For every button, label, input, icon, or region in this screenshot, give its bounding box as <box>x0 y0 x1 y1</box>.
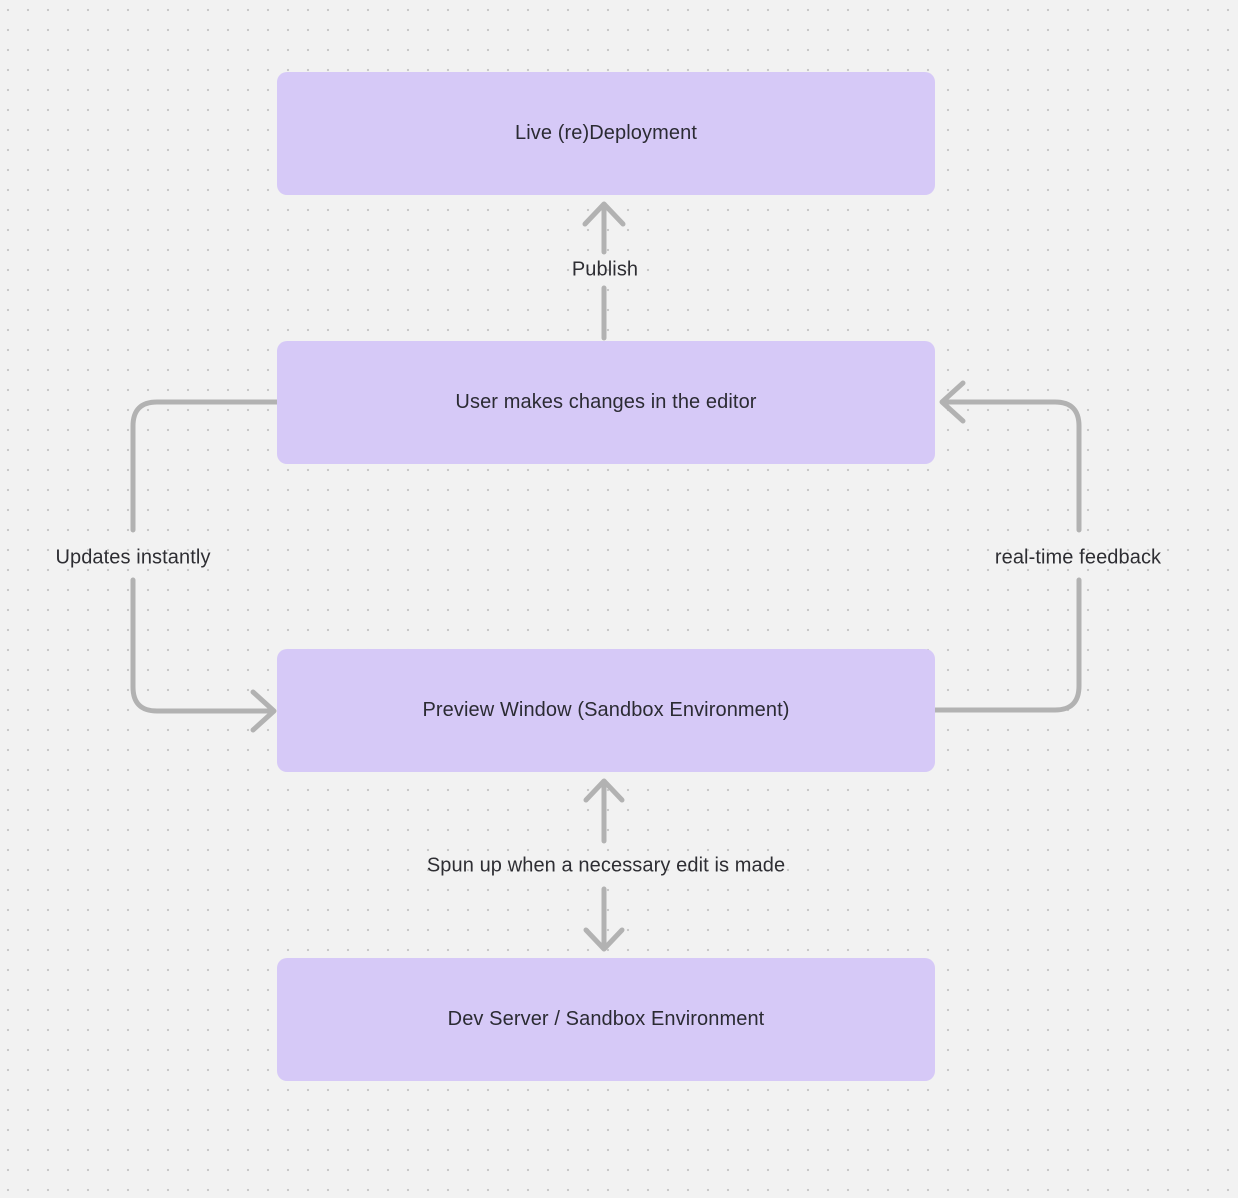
edge-updates-segment-top <box>130 399 280 533</box>
node-user-editor[interactable]: User makes changes in the editor <box>277 341 935 464</box>
node-preview-window-label: Preview Window (Sandbox Environment) <box>422 699 790 721</box>
node-live-redeployment-label: Live (re)Deployment <box>515 122 697 144</box>
edge-publish-arrowhead-up-icon <box>582 201 626 227</box>
edge-spun-arrowhead-up-icon <box>583 778 625 803</box>
edge-feedback-segment-bottom <box>932 577 1082 713</box>
edge-label-real-time-feedback: real-time feedback <box>994 546 1162 569</box>
edge-feedback-arrowhead-left-icon <box>939 380 966 424</box>
node-dev-server[interactable]: Dev Server / Sandbox Environment <box>277 958 935 1081</box>
edge-label-publish: Publish <box>571 258 639 281</box>
edge-spun-arrowhead-down-icon <box>583 927 625 952</box>
node-dev-server-label: Dev Server / Sandbox Environment <box>447 1008 765 1030</box>
edge-updates-segment-bottom <box>130 577 274 714</box>
node-preview-window[interactable]: Preview Window (Sandbox Environment) <box>277 649 935 772</box>
node-live-redeployment[interactable]: Live (re)Deployment <box>277 72 935 195</box>
edge-label-spun-up: Spun up when a necessary edit is made <box>426 854 786 877</box>
edge-updates-arrowhead-right-icon <box>250 689 277 733</box>
node-user-editor-label: User makes changes in the editor <box>455 391 757 413</box>
edge-feedback-segment-top <box>942 399 1082 533</box>
edge-label-updates-instantly: Updates instantly <box>55 546 211 569</box>
